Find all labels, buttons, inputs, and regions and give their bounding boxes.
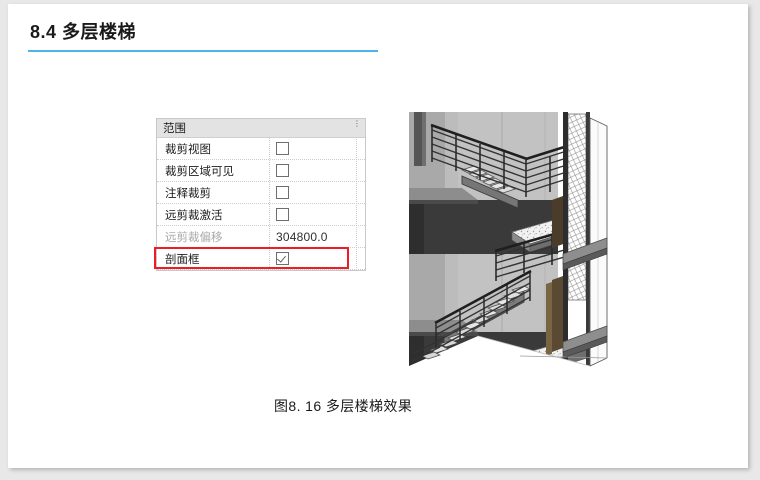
panel-menu-dots-icon[interactable]: ⋮ bbox=[353, 119, 361, 128]
properties-panel-header-label: 范围 bbox=[163, 123, 186, 135]
property-value[interactable] bbox=[269, 248, 365, 269]
annotation-crop-checkbox[interactable] bbox=[276, 186, 289, 199]
far-clip-offset-value: 304800.0 bbox=[276, 229, 328, 244]
property-value[interactable] bbox=[269, 204, 365, 225]
property-value: 304800.0 bbox=[269, 226, 365, 247]
property-value[interactable] bbox=[269, 182, 365, 203]
property-label: 裁剪视图 bbox=[165, 143, 211, 156]
page-title: 8.4 多层楼梯 bbox=[30, 22, 137, 42]
section-box-checkbox[interactable] bbox=[276, 252, 289, 265]
property-label: 裁剪区域可见 bbox=[165, 165, 234, 178]
property-row-crop-view[interactable]: 裁剪视图 bbox=[157, 138, 365, 160]
property-label: 剖面框 bbox=[165, 253, 200, 266]
property-label: 远剪裁偏移 bbox=[165, 231, 223, 244]
crop-region-visible-checkbox[interactable] bbox=[276, 164, 289, 177]
property-value[interactable] bbox=[269, 138, 365, 159]
heading-underline-rule bbox=[28, 50, 378, 52]
multi-story-stair-3d-view bbox=[400, 104, 614, 374]
property-row-far-clip-active[interactable]: 远剪裁激活 bbox=[157, 204, 365, 226]
property-row-far-clip-offset: 远剪裁偏移 304800.0 bbox=[157, 226, 365, 248]
properties-panel[interactable]: 范围 ⋮ 裁剪视图 裁剪区域可见 注释裁剪 远剪裁激活 bbox=[156, 118, 366, 271]
property-value[interactable] bbox=[269, 160, 365, 181]
far-clip-active-checkbox[interactable] bbox=[276, 208, 289, 221]
crop-view-checkbox[interactable] bbox=[276, 142, 289, 155]
property-row-annotation-crop[interactable]: 注释裁剪 bbox=[157, 182, 365, 204]
property-label: 远剪裁激活 bbox=[165, 209, 223, 222]
property-label: 注释裁剪 bbox=[165, 187, 211, 200]
properties-panel-header: 范围 ⋮ bbox=[157, 119, 365, 138]
property-row-crop-region-visible[interactable]: 裁剪区域可见 bbox=[157, 160, 365, 182]
property-row-section-box[interactable]: 剖面框 bbox=[157, 248, 365, 270]
figure-caption: 图8. 16 多层楼梯效果 bbox=[274, 398, 413, 414]
document-page: 8.4 多层楼梯 范围 ⋮ 裁剪视图 裁剪区域可见 注释裁剪 远剪裁激 bbox=[8, 4, 748, 468]
